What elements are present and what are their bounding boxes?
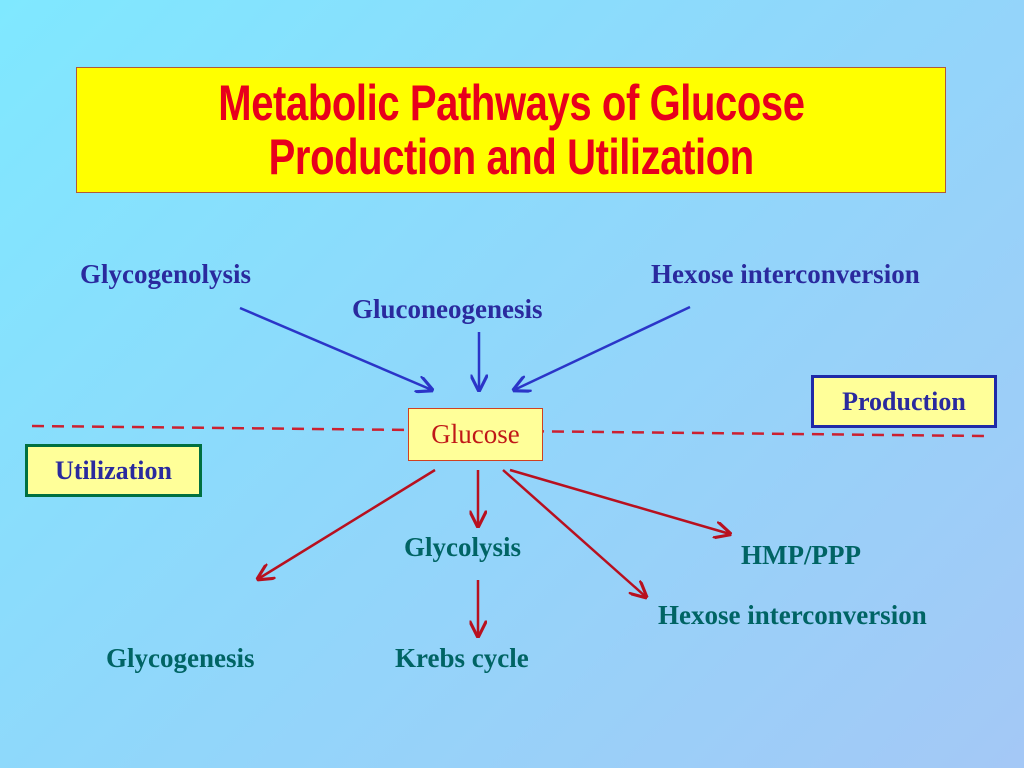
krebs-cycle-label: Krebs cycle <box>395 643 529 673</box>
arrow-hexose-interconversion-to-glucose <box>514 305 691 390</box>
hexose-interconversion-target-label: Hexose interconversion <box>658 600 927 630</box>
utilization-box: Utilization <box>25 444 202 497</box>
arrow-glycogenolysis-to-glucose <box>239 306 432 390</box>
arrow-glucose-to-hmp-ppp <box>509 468 730 534</box>
title-line-2: Production and Utilization <box>268 129 754 185</box>
arrow-glucose-to-hexose-interconversion <box>502 469 646 597</box>
arrow-glucose-to-glycogenesis <box>258 468 436 579</box>
hexose-interconversion-source-label: Hexose interconversion <box>651 259 920 289</box>
production-box: Production <box>811 375 997 428</box>
hmp-ppp-label: HMP/PPP <box>741 540 861 570</box>
glycogenesis-label: Glycogenesis <box>106 643 255 673</box>
glycolysis-label: Glycolysis <box>404 532 522 562</box>
glucose-node: Glucose <box>408 408 543 461</box>
title-box: Metabolic Pathways of Glucose Production… <box>76 67 946 193</box>
title-line-1: Metabolic Pathways of Glucose <box>217 75 805 131</box>
gluconeogenesis-label: Gluconeogenesis <box>352 294 543 324</box>
glycogenolysis-label: Glycogenolysis <box>80 259 252 289</box>
